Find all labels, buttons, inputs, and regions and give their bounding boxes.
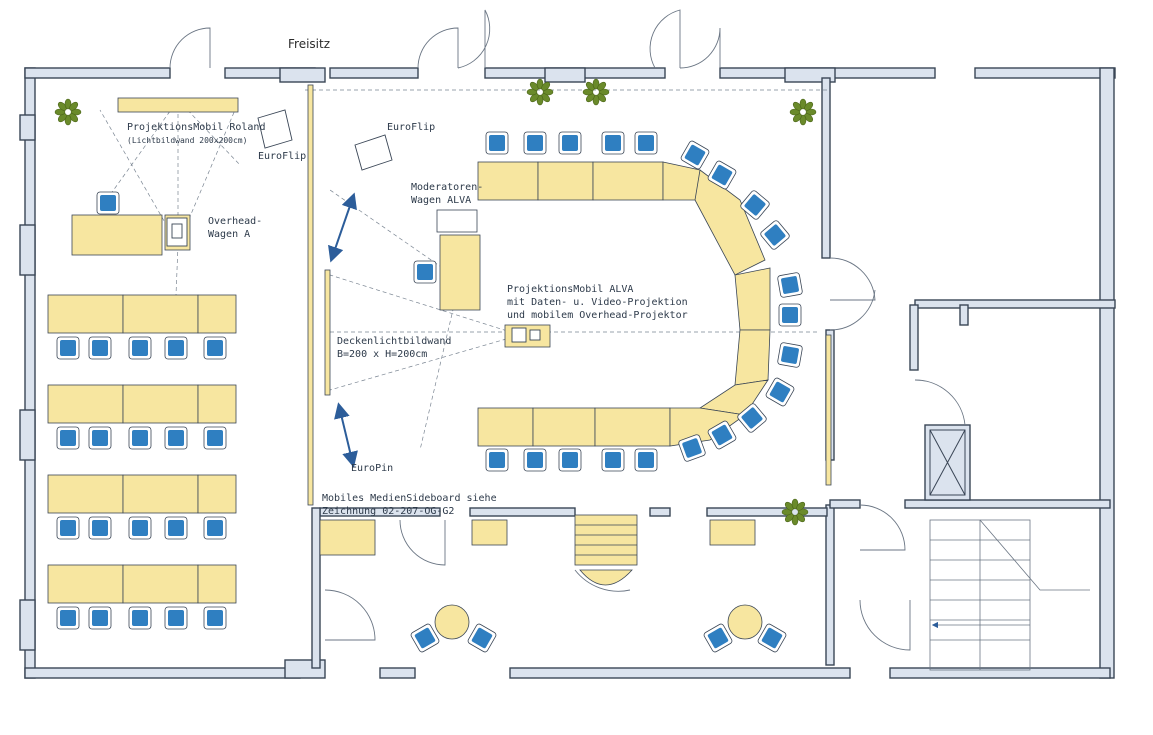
chair <box>757 623 787 653</box>
lift-shaft <box>929 429 966 496</box>
chair <box>410 623 440 653</box>
chair <box>678 434 706 462</box>
round-tables <box>434 604 763 640</box>
chair <box>760 220 790 250</box>
chair <box>203 516 227 540</box>
chair <box>56 336 80 360</box>
chair <box>128 516 152 540</box>
u-shape-table <box>436 161 771 447</box>
chair <box>523 131 547 155</box>
plant <box>582 78 610 106</box>
chair <box>778 303 802 327</box>
chair <box>467 623 497 653</box>
chair <box>707 160 737 190</box>
potted-plants <box>54 78 817 526</box>
label-alva-3: und mobilem Overhead-Projektor <box>507 310 688 321</box>
chair <box>703 623 733 653</box>
chair <box>56 516 80 540</box>
left-seminar-tables <box>47 214 237 604</box>
u-table-chairs <box>410 131 803 653</box>
label-overhead-wagon-2: Wagen A <box>208 229 251 240</box>
plant <box>54 98 82 126</box>
chair <box>164 426 188 450</box>
chair <box>203 606 227 630</box>
chair <box>88 336 112 360</box>
chair <box>777 272 803 298</box>
label-euroflip-right: EuroFlip <box>387 122 436 133</box>
chair <box>413 260 437 284</box>
label-ceiling-screen-1: Deckenlichtbildwand <box>337 336 452 347</box>
chair <box>128 426 152 450</box>
chair <box>601 448 625 472</box>
chair <box>777 342 803 368</box>
chair <box>558 448 582 472</box>
chair <box>737 403 767 433</box>
chair <box>164 516 188 540</box>
chair <box>707 420 737 450</box>
plant <box>789 98 817 126</box>
chair <box>765 377 795 407</box>
label-moderator-wagon-2: Wagen ALVA <box>411 195 472 206</box>
chair <box>558 131 582 155</box>
label-alva-1: ProjektionsMobil ALVA <box>507 284 634 295</box>
chair <box>523 448 547 472</box>
chair <box>485 131 509 155</box>
label-ceiling-screen-2: B=200 x H=200cm <box>337 349 428 360</box>
label-euroflip-left: EuroFlip <box>258 151 307 162</box>
label-overhead-wagon-1: Overhead- <box>208 216 263 227</box>
chair <box>634 131 658 155</box>
building-walls <box>19 67 1116 679</box>
chair <box>203 336 227 360</box>
label-sideboard-2: Zeichnung 02-207-OG-G2 <box>322 506 455 517</box>
flipcharts <box>257 109 393 171</box>
chair <box>634 448 658 472</box>
chair <box>740 190 770 220</box>
stage-steps <box>471 514 756 586</box>
left-chairs <box>56 191 227 630</box>
staircase <box>929 519 1090 671</box>
chair <box>88 606 112 630</box>
label-sideboard-1: Mobiles MedienSideboard siehe <box>322 493 497 504</box>
chair <box>680 140 710 170</box>
label-europin: EuroPin <box>351 463 394 474</box>
chair <box>56 426 80 450</box>
label-projector-roland: ProjektionsMobil Roland <box>127 122 266 133</box>
chair <box>88 426 112 450</box>
move-arrows <box>328 192 358 468</box>
screen-and-rails <box>117 84 832 506</box>
chair <box>164 606 188 630</box>
chair <box>203 426 227 450</box>
chair <box>164 336 188 360</box>
label-projector-roland-sub: (Lichtbildwand 200x200cm) <box>127 136 248 145</box>
media-sideboard <box>319 519 376 556</box>
door-swings <box>169 9 966 651</box>
projector-devices <box>166 217 541 343</box>
plant <box>526 78 554 106</box>
chair <box>96 191 120 215</box>
label-freisitz: Freisitz <box>288 37 331 51</box>
label-moderator-wagon-1: Moderatoren- <box>411 182 484 193</box>
chair <box>88 516 112 540</box>
chair <box>56 606 80 630</box>
chair <box>128 606 152 630</box>
chair <box>485 448 509 472</box>
plant <box>781 498 809 526</box>
label-alva-2: mit Daten- u. Video-Projektion <box>507 297 688 308</box>
chair <box>128 336 152 360</box>
chair <box>601 131 625 155</box>
